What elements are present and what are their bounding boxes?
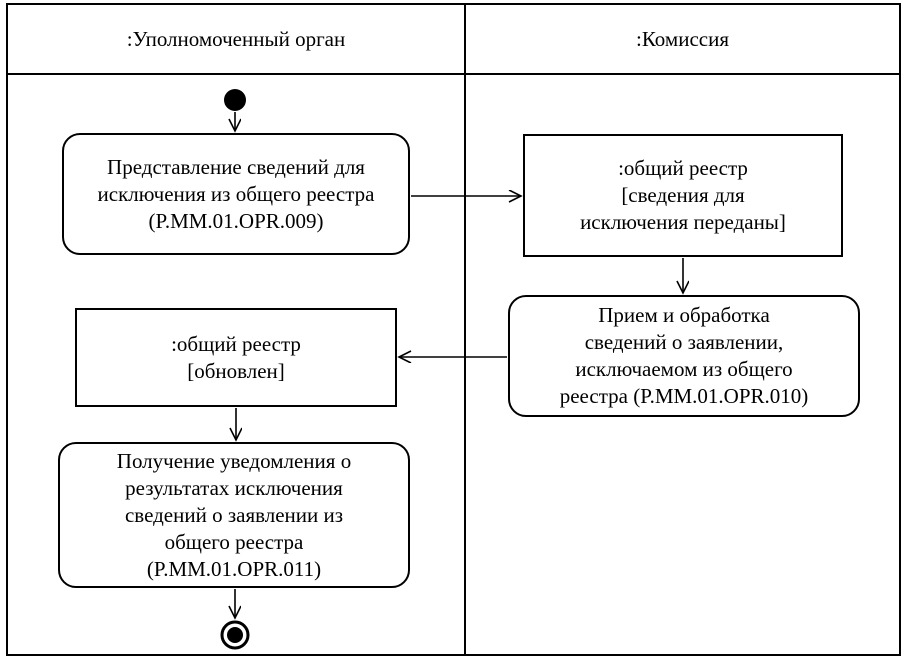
object-state-1-line-3: исключения переданы]: [580, 210, 786, 234]
activity-opr-011-line-1: Получение уведомления о: [116, 448, 352, 473]
activity-opr-011-line-4: общего реестра: [164, 529, 304, 554]
activity-opr-010: Прием и обработка сведений о заявлении, …: [508, 295, 860, 417]
activity-opr-009-line-2: исключения из общего реестра: [97, 181, 375, 206]
lane-title-commission: :Комиссия: [636, 26, 729, 51]
lane-title-authorized-body: :Уполномоченный орган: [126, 26, 346, 51]
object-state-2-line-1: :общий реестр: [171, 331, 301, 356]
activity-opr-009-line-3: (P.MM.01.OPR.009): [148, 208, 324, 233]
activity-opr-010-line-4: реестра (P.MM.01.OPR.010): [559, 384, 809, 408]
activity-opr-010-line-3: исключаемом из общего: [575, 357, 793, 381]
object-state-2-line-2: [обновлен]: [187, 358, 285, 383]
activity-opr-010-line-2: сведений о заявлении,: [584, 330, 784, 354]
object-state-common-registry-updated: :общий реестр [обновлен]: [75, 308, 397, 407]
object-state-1-line-2: [сведения для: [621, 183, 745, 207]
lane-header-authorized-body: :Уполномоченный орган: [8, 5, 464, 73]
object-state-1-line-1: :общий реестр: [618, 156, 748, 180]
diagram-border: [6, 3, 901, 656]
activity-opr-011-line-2: результатах исключения: [125, 475, 343, 500]
object-state-common-registry-transferred: :общий реестр [сведения для исключения п…: [523, 134, 843, 257]
activity-opr-009: Представление сведений для исключения из…: [62, 133, 410, 255]
lane-header-commission: :Комиссия: [466, 5, 899, 73]
activity-opr-009-line-1: Представление сведений для: [107, 154, 365, 179]
activity-opr-010-line-1: Прием и обработка: [598, 303, 770, 327]
activity-opr-011: Получение уведомления о результатах искл…: [58, 442, 410, 588]
lane-header-separator: [6, 73, 901, 75]
activity-opr-011-line-5: (P.MM.01.OPR.011): [146, 556, 322, 581]
activity-opr-011-line-3: сведений о заявлении из: [124, 502, 344, 527]
swimlane-divider: [464, 3, 466, 656]
